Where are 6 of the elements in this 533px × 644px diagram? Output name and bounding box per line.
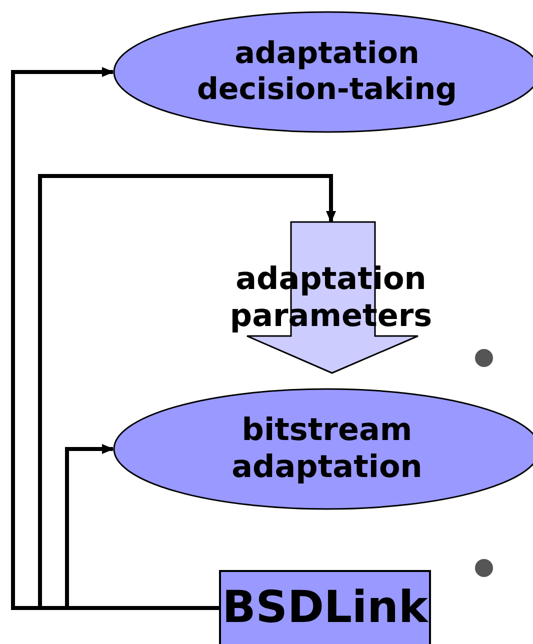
node-label: bitstream adaptation <box>230 412 424 486</box>
node-label: adaptation decision-taking <box>196 36 458 108</box>
connector-arrow <box>65 444 219 610</box>
node-label: BSDLink <box>221 582 429 634</box>
connector-arrow <box>38 174 336 610</box>
process-box <box>219 570 431 644</box>
